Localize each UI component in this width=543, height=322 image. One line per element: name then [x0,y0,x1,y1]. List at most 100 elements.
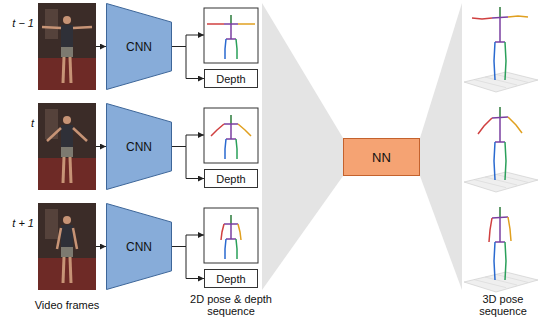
cnn-block: CNN [106,103,172,190]
pose-branch [186,35,204,47]
pose-spine [499,117,501,142]
person-leg [70,57,71,83]
connector-arrow [172,47,204,79]
pose-leg [236,239,237,259]
person-arm [73,27,92,28]
pose-leg [225,39,226,59]
pose-hips [226,38,236,40]
pose-hips [495,41,505,43]
node-text: Depth [216,73,245,85]
person-leg [70,257,71,283]
pose-hips [495,241,505,243]
frame-door [45,9,58,39]
frame-room [38,203,96,290]
pose-arm [207,23,224,25]
pose-3d [464,7,538,92]
frame-room [38,103,96,190]
pose-shoulders [492,17,508,18]
node-text: Depth [216,173,245,185]
person-arm [73,228,77,249]
depth-box: Depth [204,69,258,88]
node-text: CNN [126,140,152,154]
video-frame [38,103,96,190]
pose-2d [204,208,258,263]
pose-leg [494,242,495,280]
pose-arm [489,218,492,242]
pose-hips [226,238,236,240]
person-arm [73,128,87,141]
input-arrow [96,246,106,247]
stage-label: 3D pose sequence [468,293,538,317]
pose-head [499,107,501,117]
pose-branch [186,235,204,247]
frame-floor [38,58,96,90]
ground-grid [496,74,528,82]
pose-box [204,8,258,63]
person-leg [63,57,64,83]
person-shorts [61,47,73,57]
frame-door [45,109,58,139]
person-torso [61,225,73,247]
node-text: CNN [126,40,152,54]
sequence-funnel [262,3,343,290]
frame-room [38,3,96,90]
pose-leg [494,42,495,80]
pose-head [230,15,232,24]
ground-plane [464,172,538,192]
time-label: t − 1 [2,17,34,29]
person-leg [63,157,64,183]
pose-2d [204,8,258,63]
cnn-trapezoid [107,204,172,290]
person-torso [61,25,73,47]
frame-floor [38,158,96,190]
video-frame [38,3,96,90]
pose-spine [230,24,232,39]
pose-arm [238,23,255,25]
pose-spine [499,217,501,242]
person-shorts [61,247,73,257]
pose-hips [226,138,236,140]
person-head [63,216,71,224]
input-arrow [96,146,106,147]
pose-3d [464,207,538,292]
pose-leg [236,39,237,59]
time-label: t [2,117,34,129]
frame-door [45,209,58,239]
pose-3d [464,107,538,192]
pose-box [204,208,258,263]
pose-branch [186,135,204,147]
person-torso [61,125,73,147]
person-shorts [61,147,73,157]
pose-arm [221,224,224,240]
ground-plane [464,272,538,292]
pose-head [499,7,501,17]
pose-leg [505,242,506,280]
pose-leg [505,42,506,80]
pose-arm [211,124,224,136]
depth-box: Depth [204,269,258,288]
pose-leg [225,139,226,159]
person-arm [57,228,61,249]
stage-label: 2D pose & depth sequence [181,293,281,317]
pose-leg [225,239,226,259]
pose-hips [495,141,505,143]
person-arm [47,128,61,141]
pose-shoulders [224,223,238,225]
node-text: CNN [126,240,152,254]
ground-grid [496,274,528,282]
ground-plane [464,72,538,92]
time-label: t + 1 [2,217,34,229]
pose-head [230,215,232,224]
pose-head [230,115,232,124]
node-text: Depth [216,273,245,285]
pose-head [499,207,501,217]
pose-arm [478,118,492,134]
pose-spine [230,124,232,139]
person-leg [63,257,64,283]
pose-2d [204,108,258,163]
stage-label: Video frames [22,299,112,311]
nn-box: NN [343,138,420,176]
pose-box [204,108,258,163]
